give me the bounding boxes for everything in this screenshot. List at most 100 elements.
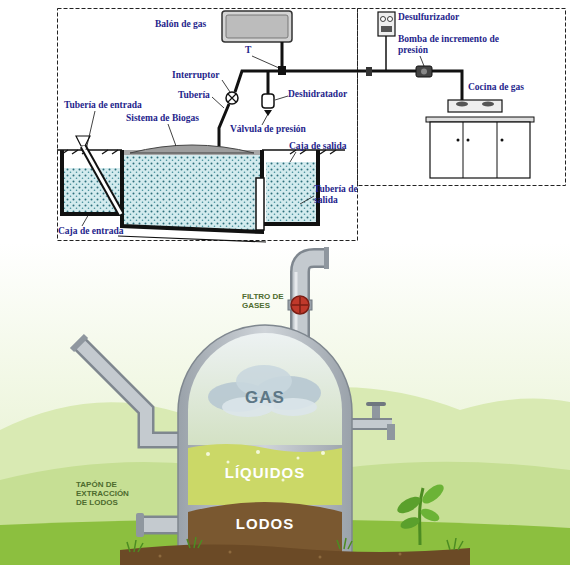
callout-label: FILTRO DE GASES <box>242 292 288 310</box>
schematic-frame <box>0 0 570 243</box>
landscape <box>0 462 570 565</box>
leader-lines <box>86 111 95 150</box>
landscape <box>0 243 570 565</box>
desulfurizer <box>381 26 392 32</box>
gas-pipe <box>282 42 372 71</box>
gas-stove <box>457 139 460 142</box>
digester-tank <box>122 150 262 232</box>
gas-balloon <box>226 15 288 38</box>
grass-tufts <box>127 537 463 552</box>
liquid-band: LÍQUIDOS <box>188 440 342 505</box>
grass-tufts <box>127 540 143 552</box>
booster-pump <box>421 69 427 75</box>
plant <box>395 481 447 545</box>
leader-lines <box>82 212 90 226</box>
digester-tank <box>118 236 266 242</box>
liquid-tap <box>366 402 386 406</box>
inlet-pipe <box>83 146 121 214</box>
part-label: Caja de salida <box>289 141 359 152</box>
landscape <box>0 387 570 565</box>
grass-tufts <box>337 538 352 549</box>
inlet-box <box>62 136 122 214</box>
gas-pipe <box>219 104 229 152</box>
band-label: LÍQUIDOS <box>188 464 342 481</box>
gas-filter-valve <box>291 296 309 314</box>
part-label: Bomba de incremento de presión <box>398 34 502 55</box>
plant <box>419 506 441 524</box>
inlet-feed-pipe <box>72 336 86 350</box>
part-label: Válvula de presión <box>230 124 330 135</box>
inlet-box <box>64 168 121 213</box>
liquid-tap <box>348 420 392 428</box>
schematic-frame <box>58 9 358 241</box>
switch-valve <box>228 94 236 102</box>
leader-lines <box>168 124 176 146</box>
leader-lines <box>252 56 279 68</box>
part-label: Tubería de salida <box>314 184 360 205</box>
dehydrator <box>262 94 274 108</box>
digester-tank <box>118 145 266 242</box>
inlet-feed-pipe <box>80 344 190 440</box>
desulfurizer <box>378 12 395 36</box>
part-label: Tubería de entrada <box>64 100 164 111</box>
digester-dome <box>178 325 352 565</box>
leader-lines <box>420 56 424 66</box>
switch-valve <box>226 92 238 104</box>
leader-lines <box>290 152 296 162</box>
soil <box>319 556 322 559</box>
liquid-band-fill <box>188 444 342 505</box>
gas-stove <box>426 100 534 178</box>
liquid-tap <box>372 404 380 418</box>
gas-stove <box>501 139 504 142</box>
t-junction <box>278 66 286 75</box>
leader-lines <box>82 56 424 226</box>
liquid-bubble <box>256 450 260 454</box>
outlet-box <box>262 150 318 224</box>
gas-balloon <box>222 11 292 42</box>
liquid-tap <box>387 424 395 440</box>
outlet-box <box>256 178 264 230</box>
gas-pipe <box>235 71 282 92</box>
band-label: GAS <box>188 388 342 408</box>
leader-lines <box>212 97 224 108</box>
desulfurizer <box>381 17 386 22</box>
callout-label: TAPÓN DE EXTRACCIÓN DE LODOS <box>76 480 140 508</box>
leader-lines <box>300 196 314 204</box>
gas-pipe <box>385 36 387 71</box>
liquid-bubble <box>227 461 230 464</box>
gas-stove <box>456 102 468 107</box>
gas-pipe <box>267 71 270 95</box>
plant <box>395 493 424 516</box>
gas-stove <box>430 122 530 178</box>
soil <box>159 555 162 558</box>
liquid-bubble <box>297 457 300 460</box>
sludge-band: LODOS <box>188 492 342 565</box>
schematic-frame <box>358 9 566 186</box>
gas-balloon <box>222 11 292 42</box>
gas-band-fill <box>188 333 342 445</box>
booster-pump <box>416 66 432 77</box>
plant <box>420 488 423 545</box>
digester-tank <box>122 150 262 232</box>
switch-valve <box>226 92 238 104</box>
part-label: Desulfurizador <box>398 12 498 23</box>
band-label: LODOS <box>188 515 342 532</box>
part-label: T <box>245 45 259 56</box>
part-label: Sistema de Biogas <box>126 113 226 124</box>
schematic-frame <box>0 0 570 243</box>
gas-stove <box>426 117 534 122</box>
grass-tufts <box>447 538 463 550</box>
part-label: Balón de gas <box>155 19 227 30</box>
desulfurizer <box>366 67 372 76</box>
soil <box>229 551 232 554</box>
gas-stove <box>448 100 502 112</box>
part-label: Tubería <box>178 90 223 101</box>
gas-filter-valve <box>292 297 308 313</box>
sludge-plug-pipe <box>136 513 144 537</box>
liquid-bubble <box>321 451 325 455</box>
digester-dome <box>178 325 352 565</box>
gas-stove <box>463 122 497 178</box>
outlet-box <box>256 150 318 230</box>
gas-stove <box>467 139 470 142</box>
